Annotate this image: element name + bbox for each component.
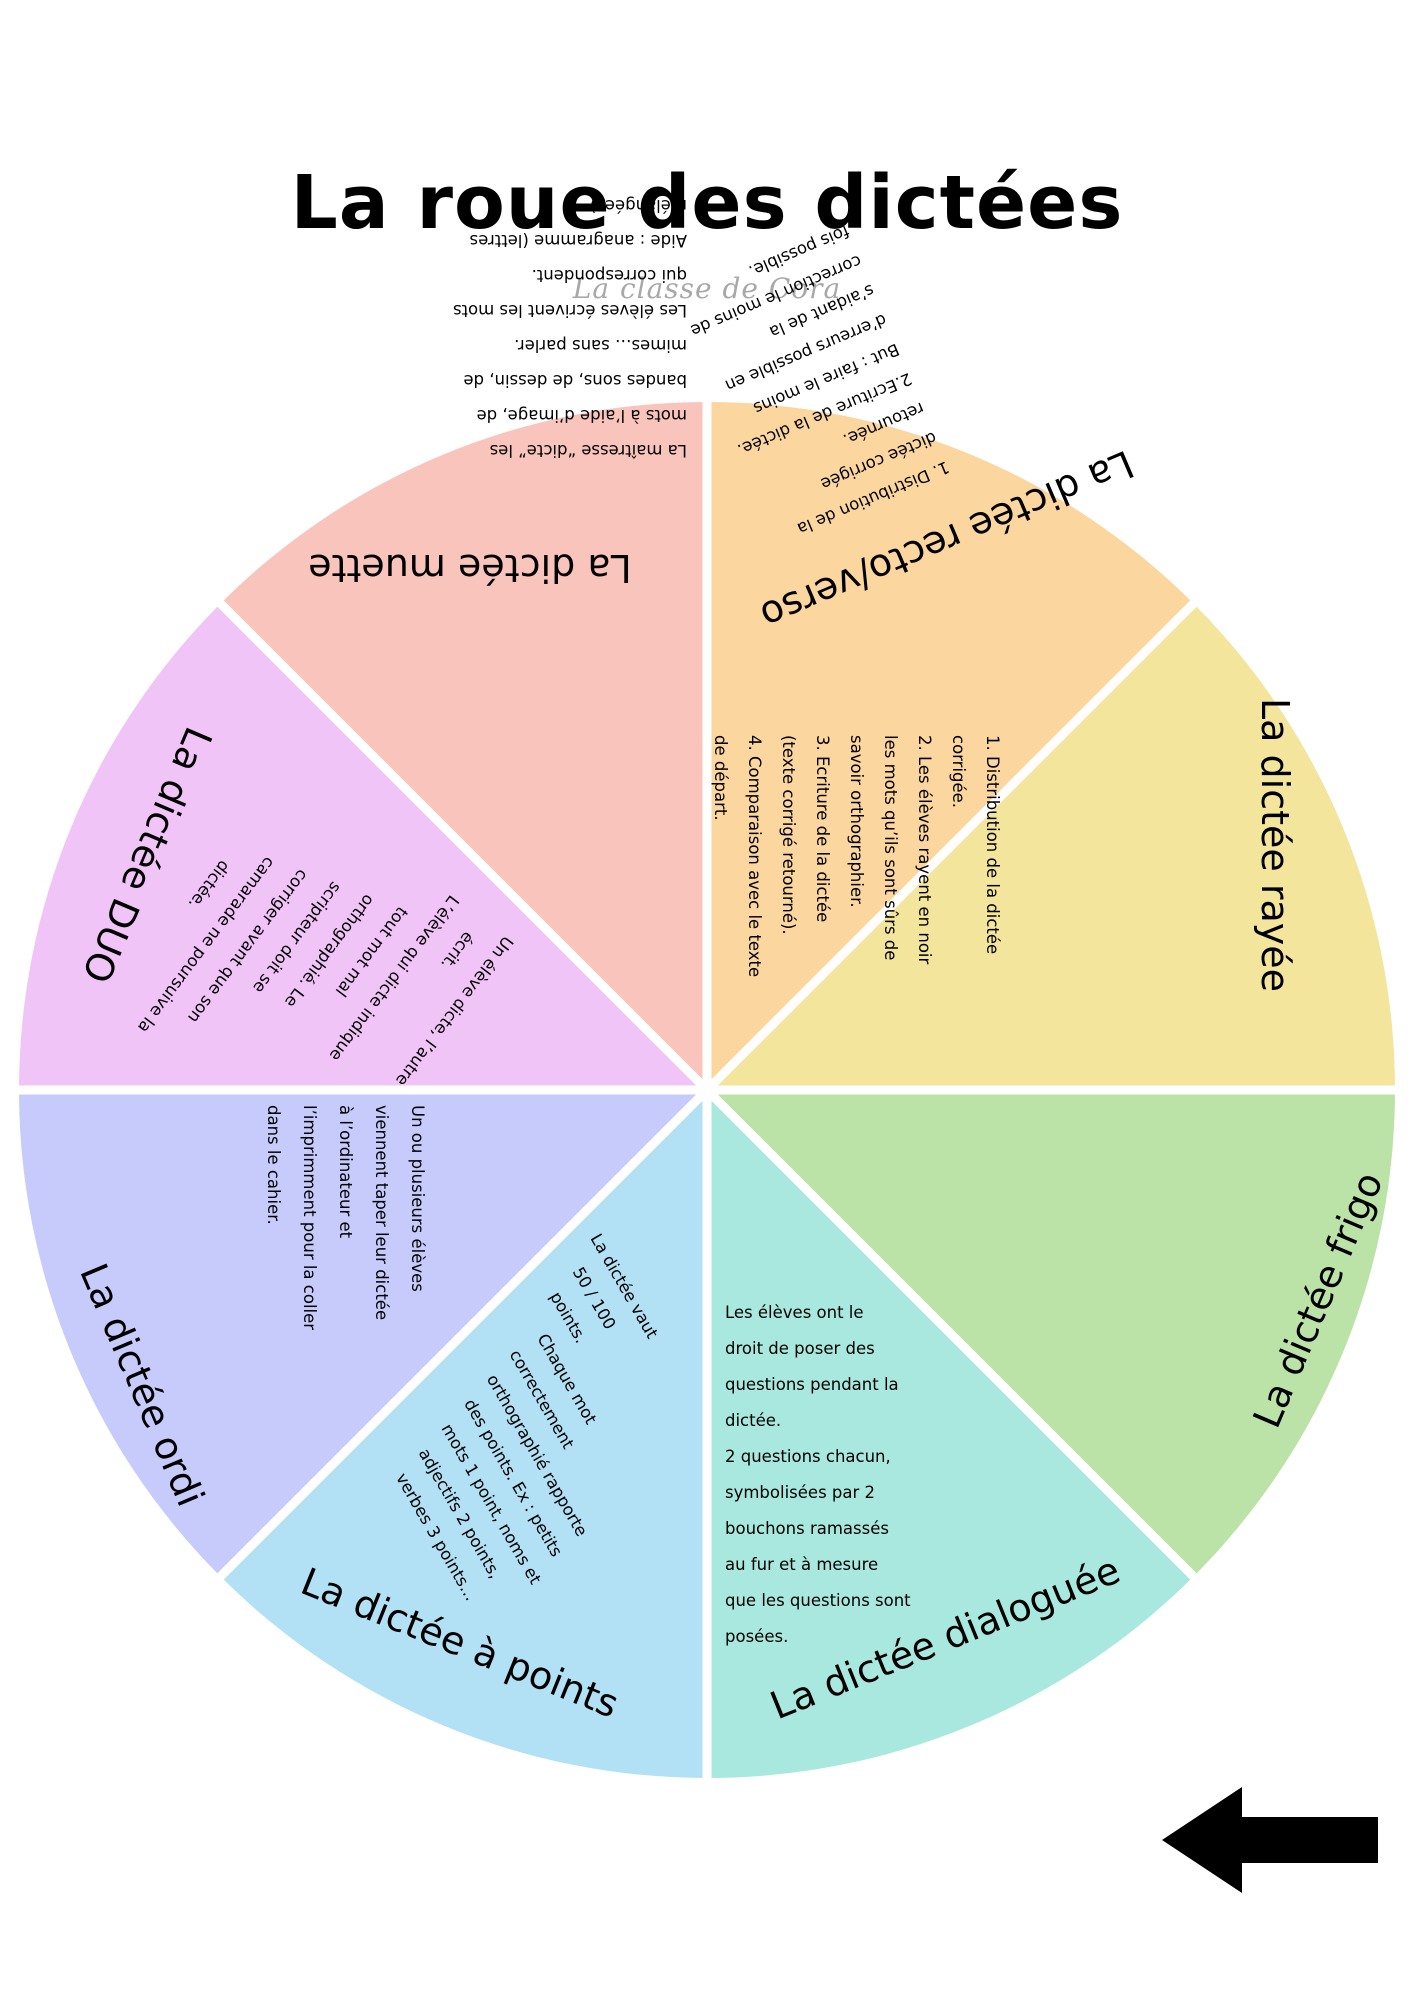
segment-body-line: viennent taper leur dictée: [372, 1105, 391, 1320]
segment-body-line: 2 questions chacun,: [725, 1447, 891, 1466]
segment-body: Les élèves ont le droit de poser des quest…: [725, 1303, 911, 1646]
segment-body: La maîtresse “dicte” les mots à l’aide d’…: [453, 196, 687, 460]
segment-ordi-body-group: Un ou plusieurs élèves viennent taper leu…: [264, 1105, 427, 1330]
segment-body-line: savoir orthographier.: [847, 735, 866, 908]
sector-separator: [703, 597, 1200, 1094]
sector-rayee: [707, 603, 1395, 1090]
sector-ordi: [19, 1090, 707, 1577]
sector-dialoguee: [707, 1090, 1194, 1778]
segment-rayee: La dictée rayée 1. Distribution de la dic…: [711, 698, 1297, 992]
segment-body-line: bandes sons, de dessin, de: [463, 371, 687, 390]
segment-body-line: mots à l’aide d’image, de: [477, 406, 687, 425]
sector-frigo: [707, 1090, 1395, 1577]
segment-body-line: mélangées): [590, 196, 687, 215]
segment-body-line: droit de poser des: [725, 1339, 875, 1358]
segment-body-line: de départ.: [711, 735, 730, 821]
segment-body-line: 3. Ecriture de la dictée: [813, 735, 832, 922]
sector-duo: [19, 603, 707, 1090]
segment-muette: La dictée muette La maîtresse “dicte” les…: [308, 196, 687, 590]
segment-body-line: corrigée.: [949, 735, 968, 808]
sector-separator: [214, 597, 711, 1094]
segment-title: La dictée rayée: [1253, 698, 1297, 992]
segment-title: La dictée muette: [308, 546, 632, 590]
segment-body-line: Les élèves ont le: [725, 1303, 864, 1322]
segment-body-line: mimes… sans parler.: [514, 336, 687, 355]
page-subtitle: La classe de Cora: [572, 272, 842, 305]
segment-body-line: qui correspondent.: [532, 266, 687, 285]
segment-dialoguee-body-group: Les élèves ont le droit de poser des quest…: [725, 1303, 911, 1646]
segment-body-line: les mots qu’ils sont sûrs de: [881, 735, 900, 960]
segment-body-line: dictée.: [725, 1411, 781, 1430]
sector-recto-verso: [707, 402, 1194, 1090]
segment-body-line: Les élèves écrivent les mots: [453, 301, 687, 320]
wheel-separators: [15, 398, 1399, 1782]
sector-muette: [220, 402, 707, 1090]
segment-body-line: l’imprimment pour la coller: [300, 1105, 319, 1330]
segment-body-line: dans le cahier.: [264, 1105, 283, 1225]
segment-body-line: à l’ordinateur et: [336, 1105, 355, 1239]
segment-body-line: bouchons ramassés: [725, 1519, 889, 1538]
segment-body: Un ou plusieurs élèves viennent taper leu…: [264, 1105, 427, 1330]
segment-body-line: Aide : anagramme (lettres: [470, 231, 687, 250]
sector-points: [220, 1090, 707, 1778]
arrow-left-icon[interactable]: [1160, 1785, 1380, 1895]
sector-separator: [703, 1086, 1200, 1583]
segment-body-line: 1. Distribution de la dictée: [983, 735, 1002, 954]
segment-body-line: posées.: [725, 1627, 788, 1646]
segment-body: 1. Distribution de la dictée corrigée. 2. …: [711, 735, 1002, 977]
segment-body-line: 2. Les élèves rayent en noir: [915, 735, 934, 965]
segment-body-line: symbolisées par 2: [725, 1483, 875, 1502]
wheel-sectors: [19, 402, 1395, 1778]
segment-body-line: questions pendant la: [725, 1375, 899, 1394]
segment-body-line: au fur et à mesure: [725, 1555, 878, 1574]
segment-body-line: Un ou plusieurs élèves: [408, 1105, 427, 1292]
segment-body-line: que les questions sont: [725, 1591, 911, 1610]
segment-body-line: 4. Comparaison avec le texte: [745, 735, 764, 977]
segment-body-line: La maîtresse “dicte” les: [490, 441, 687, 460]
sector-separator: [214, 1086, 711, 1583]
page-title: La roue des dictées: [290, 160, 1124, 246]
segment-body-line: (texte corrigé retourné).: [779, 735, 798, 935]
